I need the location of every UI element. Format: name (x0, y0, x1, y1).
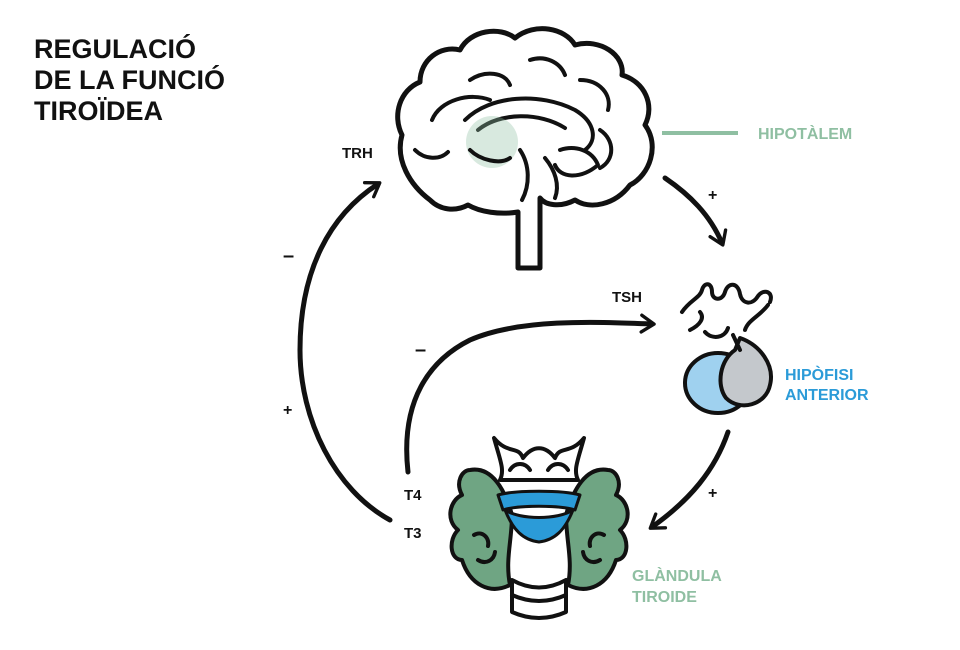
thyroid-cartilage-band (496, 489, 582, 512)
pituitary-label-line-2: ANTERIOR (785, 387, 869, 404)
title-line-3: TIROÏDEA (34, 96, 163, 126)
hormone-t4: T4 (404, 487, 422, 504)
arrow-pituitary-to-thyroid (648, 429, 731, 530)
sign-pituitary-thyroid: + (708, 485, 717, 502)
thyroid-gland-icon (448, 436, 630, 620)
hormone-t3: T3 (404, 525, 422, 542)
sign-t3-negative: – (283, 245, 294, 267)
title-line-2: DE LA FUNCIÓ (34, 64, 225, 95)
pituitary-posterior-lobe (718, 336, 773, 408)
thyroid-label-line-1: GLÀNDULA (632, 566, 722, 585)
thyroid-right-lobe (564, 467, 630, 591)
title-line-1: REGULACIÓ (34, 33, 196, 64)
thyroid-label-line-2: TIROIDE (632, 589, 697, 606)
thyroid-left-lobe (448, 467, 514, 591)
sign-t3-positive: + (283, 402, 292, 419)
diagram-title: REGULACIÓ DE LA FUNCIÓ TIROÏDEA (34, 33, 225, 126)
pituitary-label-line-1: HIPÒFISI (785, 365, 853, 384)
arrow-hypothalamus-to-pituitary (662, 175, 728, 247)
hormone-tsh: TSH (612, 289, 642, 306)
hypothalamus-label: HIPOTÀLEM (758, 124, 852, 143)
sign-t4-negative: – (415, 339, 426, 361)
sign-hypothalamus-pituitary: + (708, 187, 717, 204)
arrow-t3-to-hypothalamus (297, 180, 393, 523)
thyroid-isthmus (503, 508, 575, 544)
brain-icon (395, 26, 655, 271)
pituitary-gland-icon (680, 282, 773, 415)
arrow-t4-to-pituitary (404, 313, 656, 475)
hormone-trh: TRH (342, 145, 373, 162)
